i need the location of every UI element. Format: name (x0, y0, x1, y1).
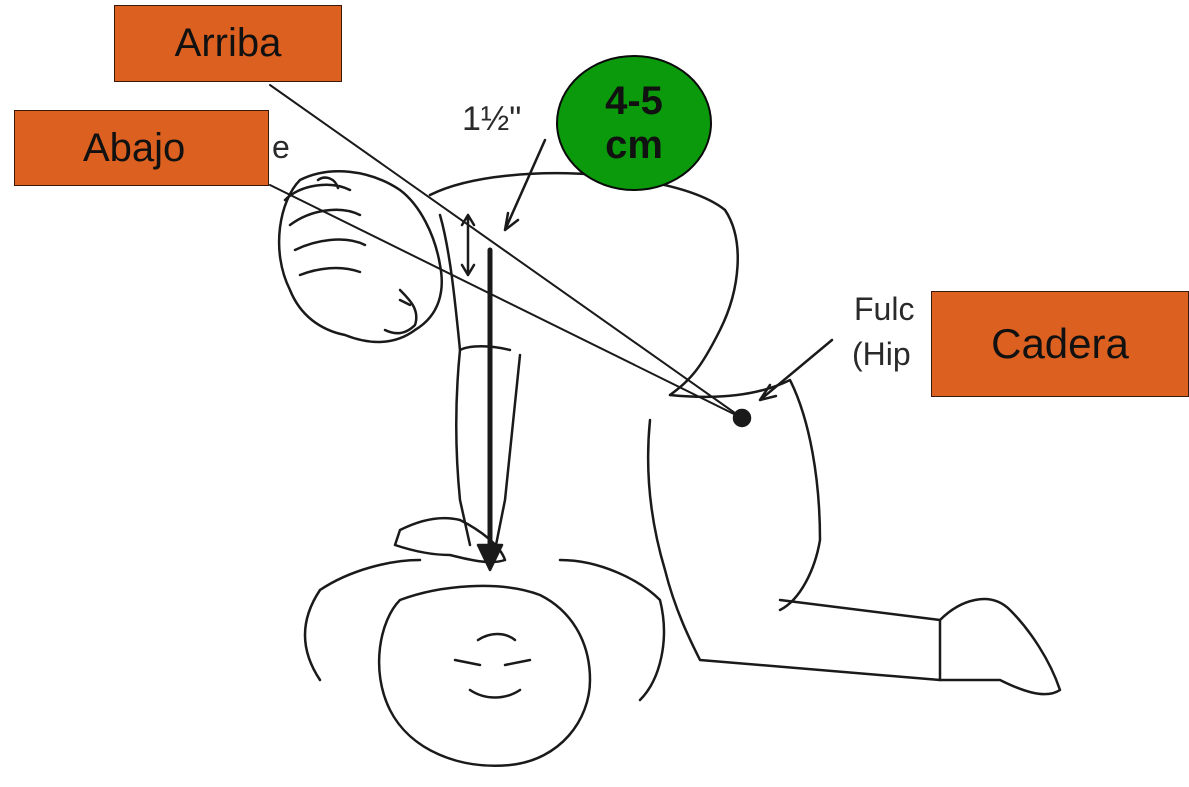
original-depth-text: 1½" (462, 100, 521, 138)
rescuer-thigh (648, 420, 940, 680)
original-bottom-fragment: e (272, 129, 290, 165)
original-hip-line1: Fulc (854, 291, 914, 327)
label-arriba: Arriba (114, 5, 342, 82)
label-cadera: Cadera (931, 291, 1189, 397)
rescuer-foot (940, 599, 1060, 694)
original-hip-line2: (Hip (852, 336, 911, 372)
depth-bubble-unit: cm (605, 123, 663, 167)
compression-arrowhead (478, 545, 502, 570)
label-abajo: Abajo (14, 110, 269, 186)
depth-pointer (505, 140, 545, 230)
victim-face (455, 634, 530, 698)
depth-bubble: 4-5 cm (556, 55, 712, 191)
rescuer-torso (430, 173, 738, 395)
victim-shoulders (305, 560, 664, 700)
victim-head (379, 586, 590, 766)
depth-bubble-value: 4-5 (605, 79, 663, 123)
rescuer-face (385, 290, 416, 333)
